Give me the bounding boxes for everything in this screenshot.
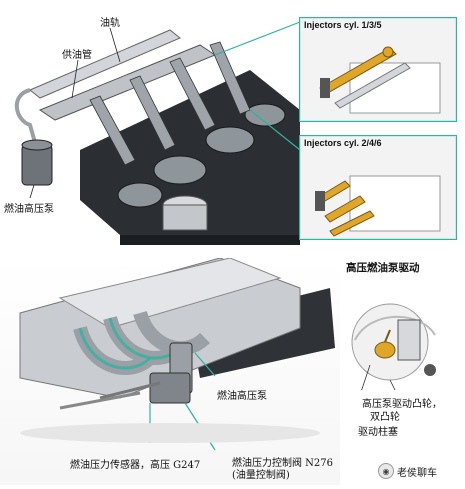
inset-injectors-135: Injectors cyl. 1/3/5 xyxy=(299,17,457,122)
inset-injectors-246: Injectors cyl. 2/4/6 xyxy=(299,135,457,240)
inset-injectors-135-illustration xyxy=(319,46,441,114)
intake-manifold-illustration xyxy=(19,257,335,451)
cam-label-line2: 双凸轮 xyxy=(370,412,400,423)
pump-drive-heading: 高压燃油泵驱动 xyxy=(346,262,420,274)
supply-pipe-label: 供油管 xyxy=(62,50,92,61)
fuel-rail-label: 油轨 xyxy=(100,18,120,29)
engine-cutaway-figure: 油轨 供油管 燃油高压泵 Injectors cyl. 1/3/5 Inject… xyxy=(4,17,457,245)
inset-injectors-246-illustration xyxy=(315,175,441,237)
engine-block-illustration xyxy=(14,21,301,245)
watermark: ◉ 老侯聊车 xyxy=(378,463,437,479)
inset-injectors-135-title: Injectors cyl. 1/3/5 xyxy=(304,20,382,30)
control-valve-label: 燃油压力控制阀 N276 xyxy=(232,458,334,469)
watermark-text: 老侯聊车 xyxy=(397,467,437,479)
plunger-label: 驱动柱塞 xyxy=(358,427,398,438)
cam-label-line1: 高压泵驱动凸轮， xyxy=(362,399,442,410)
wechat-icon: ◉ xyxy=(378,463,394,479)
hp-pump-label-bottom: 燃油高压泵 xyxy=(217,391,267,402)
control-valve-sublabel: (油量控制阀) xyxy=(232,470,290,481)
manifold-pump-figure: 燃油高压泵 燃油压力传感器，高压 G247 燃油压力控制阀 N276 (油量控制… xyxy=(0,257,340,485)
top-leader-lines xyxy=(29,27,121,199)
pump-drive-illustration xyxy=(351,303,436,390)
hp-pump-label-top: 燃油高压泵 xyxy=(4,204,54,215)
inset-injectors-246-title: Injectors cyl. 2/4/6 xyxy=(304,138,382,148)
pump-drive-detail: 高压燃油泵驱动 高压泵驱动凸轮， 双凸轮 驱动柱塞 xyxy=(340,258,465,485)
pressure-sensor-label: 燃油压力传感器，高压 G247 xyxy=(70,460,201,471)
